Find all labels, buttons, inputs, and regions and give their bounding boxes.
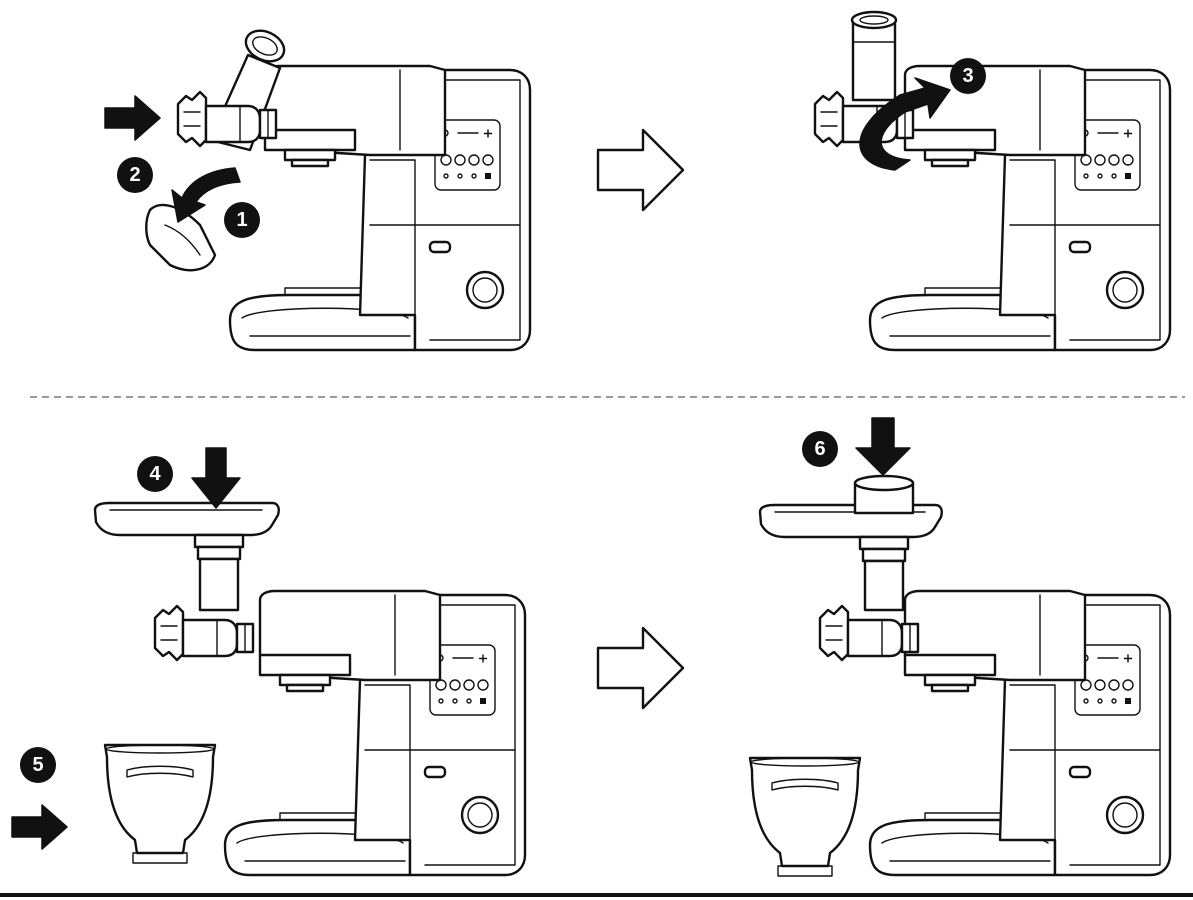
feeder-tube	[858, 535, 910, 612]
svg-text:6: 6	[814, 438, 825, 460]
arrow-push-solid-icon	[11, 804, 68, 850]
step-badge-6: 6	[802, 431, 838, 467]
hub-cover	[145, 203, 217, 272]
panel-step-1-2: 2 1	[104, 29, 532, 352]
svg-text:3: 3	[962, 65, 973, 87]
step-badge-4: 4	[137, 456, 173, 492]
rotate-arrow-icon	[859, 77, 951, 171]
step-badge-1: 1	[224, 202, 260, 238]
step-badge-5: 5	[20, 747, 56, 783]
feed-tray	[758, 503, 943, 539]
feeder-tube	[193, 533, 245, 612]
step-badge-2: 2	[117, 157, 153, 193]
bottom-rule	[0, 893, 1193, 897]
arrow-push-solid-icon	[855, 417, 911, 476]
panel-step-4-5: 4 5	[11, 447, 527, 877]
svg-text:5: 5	[32, 754, 43, 776]
feed-tray	[93, 501, 280, 537]
step-badge-3: 3	[950, 58, 986, 94]
svg-text:4: 4	[149, 463, 161, 485]
arrow-push-solid-icon	[191, 447, 241, 509]
pusher	[853, 474, 915, 515]
arrow-push-solid-icon	[104, 95, 161, 141]
panel-step-3: 3	[813, 10, 1172, 352]
svg-text:2: 2	[129, 164, 140, 186]
panel-step-6: 6	[748, 417, 1172, 878]
feeder-tube	[850, 10, 898, 102]
arrow-right-outline-icon	[596, 128, 685, 212]
bowl	[103, 743, 217, 865]
curved-arrow-icon	[171, 167, 241, 223]
svg-text:1: 1	[236, 209, 247, 231]
arrow-right-outline-icon	[596, 626, 685, 710]
bowl	[748, 756, 862, 878]
